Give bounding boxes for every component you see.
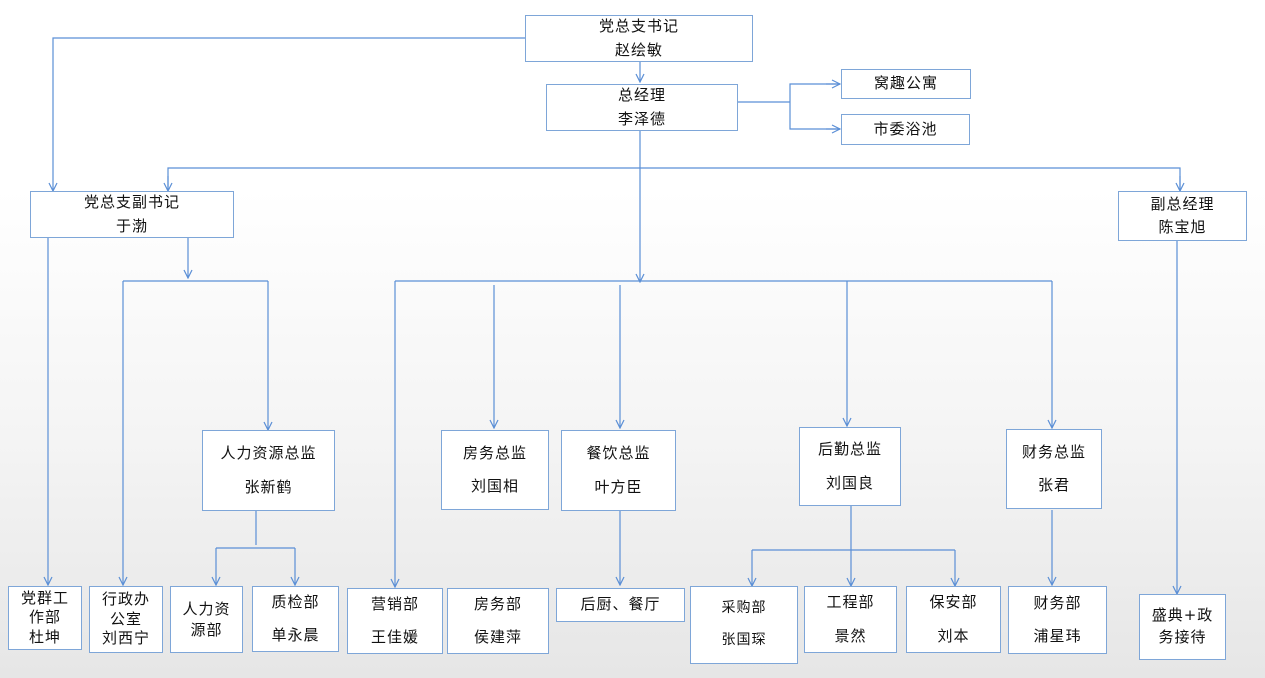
node-title: 财务总监	[1021, 442, 1086, 461]
node-deputy-secretary: 党总支副书记 于渤	[30, 191, 234, 238]
connector-hr-branch	[216, 511, 295, 549]
node-person: 王佳媛	[370, 628, 419, 646]
node-person: 张新鹤	[244, 477, 293, 496]
node-purchasing-dept: 采购部 张国琛	[690, 586, 798, 664]
node-admin-office: 行政办 公室 刘西宁	[89, 586, 163, 653]
connector-logistics-branch	[752, 506, 955, 551]
node-title: 行政办	[101, 590, 150, 609]
node-person: 于渤	[115, 216, 148, 235]
node-person: 景然	[834, 626, 867, 645]
node-person: 李泽德	[617, 109, 666, 128]
node-title: 党总支副书记	[83, 193, 180, 212]
node-title: 总经理	[617, 86, 666, 105]
node-person: 张国琛	[721, 632, 767, 648]
node-title: 质检部	[271, 592, 320, 611]
node-title: 保安部	[929, 593, 978, 612]
node-party-secretary: 党总支书记 赵绘敏	[525, 15, 753, 62]
node-catering-director: 餐饮总监 叶方臣	[561, 430, 676, 511]
node-person: 张君	[1037, 476, 1070, 494]
node-housing-dept: 房务部 侯建萍	[447, 588, 549, 654]
node-person: 刘本	[937, 626, 970, 645]
node-person: 刘国良	[825, 473, 874, 492]
node-person: 刘国相	[470, 477, 519, 495]
node-person: 赵绘敏	[614, 40, 663, 59]
node-title: 营销部	[370, 594, 419, 613]
node-title: 党群工	[20, 588, 69, 607]
node-title: 人力资	[182, 600, 231, 619]
node-security-dept: 保安部 刘本	[906, 586, 1001, 653]
node-finance-director: 财务总监 张君	[1006, 429, 1102, 509]
node-title: 房务总监	[462, 443, 527, 462]
node-title: 市委浴池	[873, 119, 938, 138]
node-housing-director: 房务总监 刘国相	[441, 430, 549, 510]
node-wotqu-apartment: 窝趣公寓	[841, 69, 971, 99]
node-city-bathhouse: 市委浴池	[841, 114, 970, 145]
node-title: 财务部	[1033, 593, 1082, 612]
node-engineering-dept: 工程部 景然	[804, 586, 897, 653]
connector-deputies-bar	[167, 167, 1181, 189]
node-kitchen-restaurant: 后厨、餐厅	[556, 588, 685, 622]
node-title: 人力资源总监	[220, 444, 317, 463]
node-title-cont: 务接待	[1158, 628, 1207, 646]
node-finance-dept: 财务部 浦星玮	[1008, 586, 1107, 654]
node-logistics-director: 后勤总监 刘国良	[799, 427, 901, 506]
node-ceremony-reception: 盛典+政 务接待	[1139, 594, 1226, 660]
node-title: 工程部	[826, 593, 875, 612]
node-person: 陈宝旭	[1158, 218, 1207, 236]
node-title: 党总支书记	[598, 17, 679, 36]
node-title: 房务部	[473, 594, 522, 613]
node-title-cont: 公室	[109, 609, 142, 628]
node-title: 盛典+政	[1151, 606, 1214, 625]
node-hr-director: 人力资源总监 张新鹤	[202, 430, 335, 511]
node-hr-dept: 人力资 源部	[170, 586, 243, 653]
node-person: 叶方臣	[594, 477, 643, 496]
node-title-cont: 源部	[190, 620, 223, 639]
node-title: 后勤总监	[817, 440, 882, 459]
node-title: 餐饮总监	[586, 444, 651, 463]
node-title: 后厨、餐厅	[580, 595, 661, 614]
node-title: 采购部	[721, 600, 767, 617]
node-person: 杜坤	[28, 627, 61, 646]
node-person: 侯建萍	[473, 628, 522, 646]
connector-gm-to-subsidiaries	[738, 83, 840, 130]
node-title: 窝趣公寓	[873, 74, 938, 93]
node-party-work-dept: 党群工 作部 杜坤	[8, 586, 82, 650]
connector-secretary-to-deputy-secretary	[53, 37, 525, 191]
node-person: 刘西宁	[101, 629, 150, 648]
node-person: 单永晨	[271, 626, 320, 644]
node-sales-dept: 营销部 王佳媛	[347, 588, 443, 654]
node-title-cont: 作部	[28, 608, 61, 627]
node-title: 副总经理	[1150, 194, 1215, 213]
node-qc-dept: 质检部 单永晨	[252, 586, 339, 652]
node-person: 浦星玮	[1033, 627, 1082, 645]
node-deputy-gm: 副总经理 陈宝旭	[1118, 191, 1247, 241]
node-general-manager: 总经理 李泽德	[546, 84, 738, 131]
